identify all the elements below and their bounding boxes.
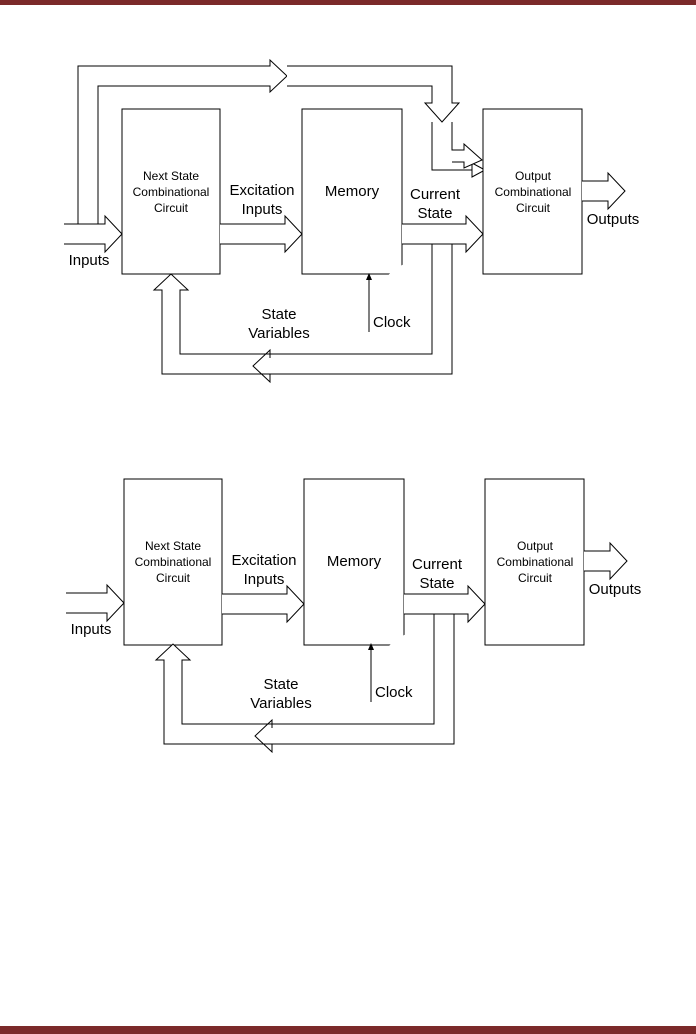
excitation-label-1: Excitation [229,182,294,199]
current-state-label-1: Current [410,186,461,203]
next-state-label-1: Next State [145,539,201,553]
excitation-label-2: Inputs [244,571,285,588]
next-state-label-2: Combinational [135,555,212,569]
current-state-label-2: State [419,575,454,592]
output-label-3: Circuit [516,201,551,215]
inputs-label: Inputs [69,252,110,269]
current-state-label-1: Current [412,556,463,573]
clock-arrowhead [368,643,374,650]
state-variables-label-1: State [263,676,298,693]
outputs-label: Outputs [587,211,640,228]
bottom-border-bar [0,1026,696,1034]
memory-box [301,108,403,275]
inputs-label: Inputs [71,621,112,638]
output-label-1: Output [515,169,552,183]
state-variables-label-2: Variables [248,325,309,342]
output-box [482,108,583,275]
state-variables-feedback-arrow [154,614,455,754]
clock-label: Clock [375,684,413,701]
output-label-2: Combinational [495,185,572,199]
excitation-arrow [222,584,305,624]
next-state-label-1: Next State [143,169,199,183]
memory-label: Memory [327,553,382,570]
excitation-label-1: Excitation [231,552,296,569]
output-label-1: Output [517,539,554,553]
memory-label: Memory [325,183,380,200]
output-box [484,478,585,646]
input-bypass-arrow-outer [77,58,288,229]
inputs-arrow [66,583,125,623]
next-state-label-3: Circuit [156,571,191,585]
clock-label: Clock [373,314,411,331]
next-state-label-3: Circuit [154,201,189,215]
moore-machine-diagram: Next State Combinational Circuit Excitat… [66,478,642,754]
next-state-label-2: Combinational [133,185,210,199]
outputs-arrow [584,541,628,581]
output-label-2: Combinational [497,555,574,569]
excitation-label-2: Inputs [242,201,283,218]
state-variables-feedback-arrow [152,244,453,384]
excitation-arrow [220,214,303,254]
next-state-box [123,478,223,646]
state-variables-label-1: State [261,306,296,323]
output-label-3: Circuit [518,571,553,585]
current-state-label-2: State [417,205,452,222]
clock-arrowhead [366,273,372,280]
top-border-bar [0,0,696,5]
next-state-box [121,108,221,275]
outputs-label: Outputs [589,581,642,598]
state-variables-label-2: Variables [250,695,311,712]
outputs-arrow [582,171,626,211]
mealy-machine-diagram: Next State Combinational Circuit Excitat… [64,58,640,384]
memory-box [303,478,405,646]
input-bypass-arrow-right [287,65,461,123]
input-to-output-arrow-2 [451,122,483,169]
